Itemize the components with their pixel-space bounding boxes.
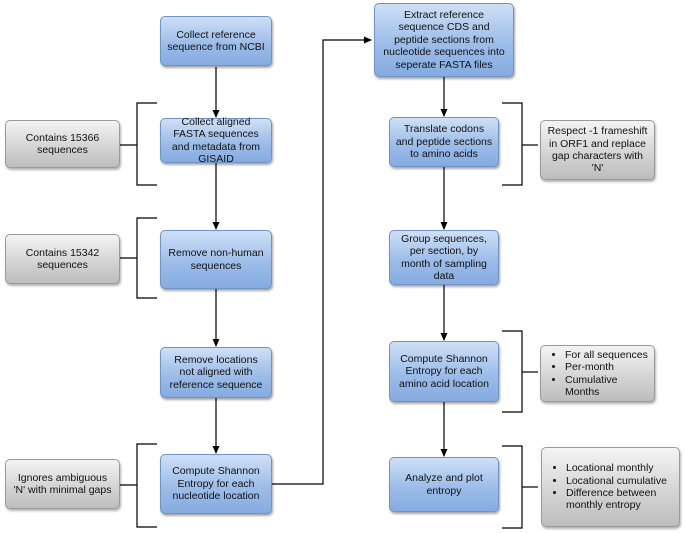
bracket-nonhuman [136, 217, 157, 299]
arrow-entropy-to-extract [272, 36, 372, 485]
note-respect-frameshift: Respect -1 frameshift in ORF1 and replac… [540, 120, 655, 180]
step-collect-reference-label: Collect reference sequence from NCBI [167, 28, 265, 53]
bracket-compute [502, 330, 523, 413]
step-collect-aligned: Collect aligned FASTA sequences and meta… [160, 115, 272, 165]
step-compute-nucleotide-entropy-label: Compute Shannon Entropy for each nucleot… [172, 465, 260, 503]
step-analyze-plot: Analyze and plot entropy [389, 457, 499, 512]
step-remove-nonhuman-label: Remove non-human sequences [168, 247, 264, 272]
entropy-scope-item: Cumulative Months [565, 374, 649, 399]
entropy-scope-list: For all sequences Per-month Cumulative M… [549, 349, 649, 399]
entropy-scope-item: For all sequences [565, 349, 649, 361]
note-ignores-ambiguous: Ignores ambiguous 'N' with minimal gaps [5, 459, 120, 509]
entropy-scope-item: Per-month [565, 361, 649, 373]
step-compute-amino-entropy: Compute Shannon Entropy for each amino a… [389, 341, 499, 402]
step-translate-codons-label: Translate codons and peptide sections to… [395, 123, 493, 161]
note-respect-frameshift-label: Respect -1 frameshift in ORF1 and replac… [547, 125, 648, 175]
note-contains-15366: Contains 15366 sequences [5, 120, 120, 168]
step-collect-aligned-label: Collect aligned FASTA sequences and meta… [171, 115, 261, 165]
bracket-analyze [502, 445, 523, 529]
note-contains-15366-label: Contains 15366 sequences [25, 131, 100, 156]
note-ignores-ambiguous-label: Ignores ambiguous 'N' with minimal gaps [13, 471, 112, 496]
step-remove-nonhuman: Remove non-human sequences [160, 230, 272, 289]
step-collect-reference: Collect reference sequence from NCBI [160, 16, 272, 66]
note-contains-15342-label: Contains 15342 sequences [25, 246, 100, 271]
bracket-aligned [136, 102, 157, 186]
note-analysis-types: Locational monthly Locational cumulative… [541, 447, 680, 527]
step-remove-locations-label: Remove locations not aligned with refere… [169, 353, 263, 391]
step-group-sequences: Group sequences, per section, by month o… [389, 230, 499, 285]
step-translate-codons: Translate codons and peptide sections to… [389, 117, 499, 167]
analysis-type-item: Locational monthly [566, 462, 674, 474]
step-group-sequences-label: Group sequences, per section, by month o… [401, 232, 487, 282]
bracket-translate [502, 102, 523, 186]
step-extract-reference-label: Extract reference sequence CDS and pepti… [383, 9, 505, 71]
analysis-type-item: Locational cumulative [566, 475, 674, 487]
bracket-entropy [136, 443, 157, 528]
step-remove-locations: Remove locations not aligned with refere… [160, 347, 272, 398]
step-compute-nucleotide-entropy: Compute Shannon Entropy for each nucleot… [160, 454, 272, 514]
analysis-type-item: Difference between monthly entropy [566, 487, 674, 512]
step-compute-amino-entropy-label: Compute Shannon Entropy for each amino a… [399, 352, 489, 390]
step-extract-reference: Extract reference sequence CDS and pepti… [374, 3, 514, 77]
note-contains-15342: Contains 15342 sequences [5, 234, 120, 284]
analysis-types-list: Locational monthly Locational cumulative… [550, 462, 674, 512]
note-entropy-scope: For all sequences Per-month Cumulative M… [540, 345, 655, 402]
step-analyze-plot-label: Analyze and plot entropy [405, 472, 483, 497]
